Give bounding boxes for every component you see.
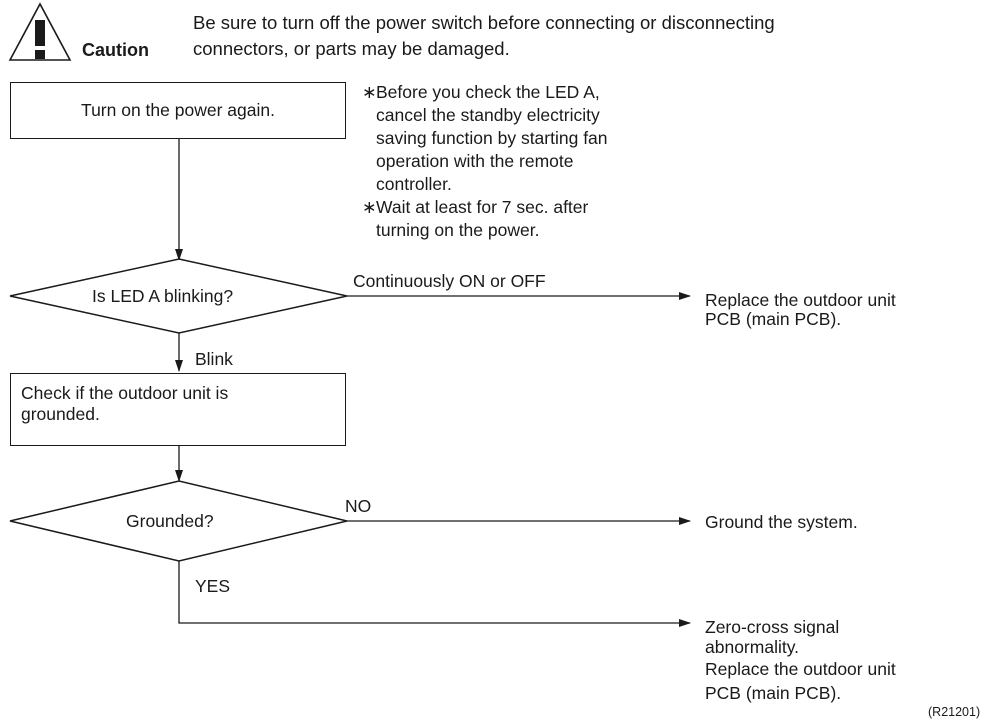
- note-1-line-5: controller.: [376, 174, 452, 194]
- caution-message-line-2: connectors, or parts may be damaged.: [193, 38, 510, 59]
- step-power-on-text: Turn on the power again.: [81, 100, 275, 120]
- warning-triangle-icon: [8, 2, 72, 61]
- note-1-line-2: cancel the standby electricity: [376, 105, 600, 125]
- step-check-ground-line-2: grounded.: [21, 404, 100, 424]
- note-1-line-3: saving function by starting fan: [376, 128, 608, 148]
- note-2-line-2: turning on the power.: [376, 220, 540, 240]
- decision-ground-question: Grounded?: [126, 511, 214, 531]
- decision-led-no-label: Continuously ON or OFF: [353, 271, 546, 291]
- note-1-line-4: operation with the remote: [376, 151, 574, 171]
- decision-led-question: Is LED A blinking?: [92, 286, 234, 306]
- decision-ground-yes-label: YES: [195, 576, 231, 596]
- caution-label: Caution: [82, 40, 149, 60]
- note-2-mark: ∗: [362, 197, 377, 217]
- step-box-power-on: Turn on the power again.: [10, 82, 346, 139]
- result-zero-cross-line-2: abnormality.: [705, 637, 800, 657]
- arrow-ground-to-zero-cross: [178, 561, 691, 627]
- result-zero-cross-line-3: Replace the outdoor unit: [705, 659, 896, 679]
- note-1-line-1: Before you check the LED A,: [376, 82, 600, 102]
- decision-led-yes-label: Blink: [195, 349, 233, 369]
- step-check-ground-line-1: Check if the outdoor unit is: [21, 383, 229, 403]
- decision-ground-no-label: NO: [345, 496, 372, 516]
- note-1-mark: ∗: [362, 82, 377, 102]
- result-replace-pcb-line-1: Replace the outdoor unit: [705, 290, 896, 310]
- caution-message-line-1: Be sure to turn off the power switch bef…: [193, 12, 775, 33]
- result-replace-pcb-line-2: PCB (main PCB).: [705, 309, 842, 329]
- result-zero-cross-line-1: Zero-cross signal: [705, 617, 840, 637]
- result-zero-cross-line-4: PCB (main PCB).: [705, 683, 842, 703]
- note-2-line-1: Wait at least for 7 sec. after: [376, 197, 589, 217]
- step-box-check-ground: Check if the outdoor unit is grounded.: [10, 373, 346, 446]
- figure-code: (R21201): [928, 705, 981, 719]
- result-ground-system: Ground the system.: [705, 512, 858, 532]
